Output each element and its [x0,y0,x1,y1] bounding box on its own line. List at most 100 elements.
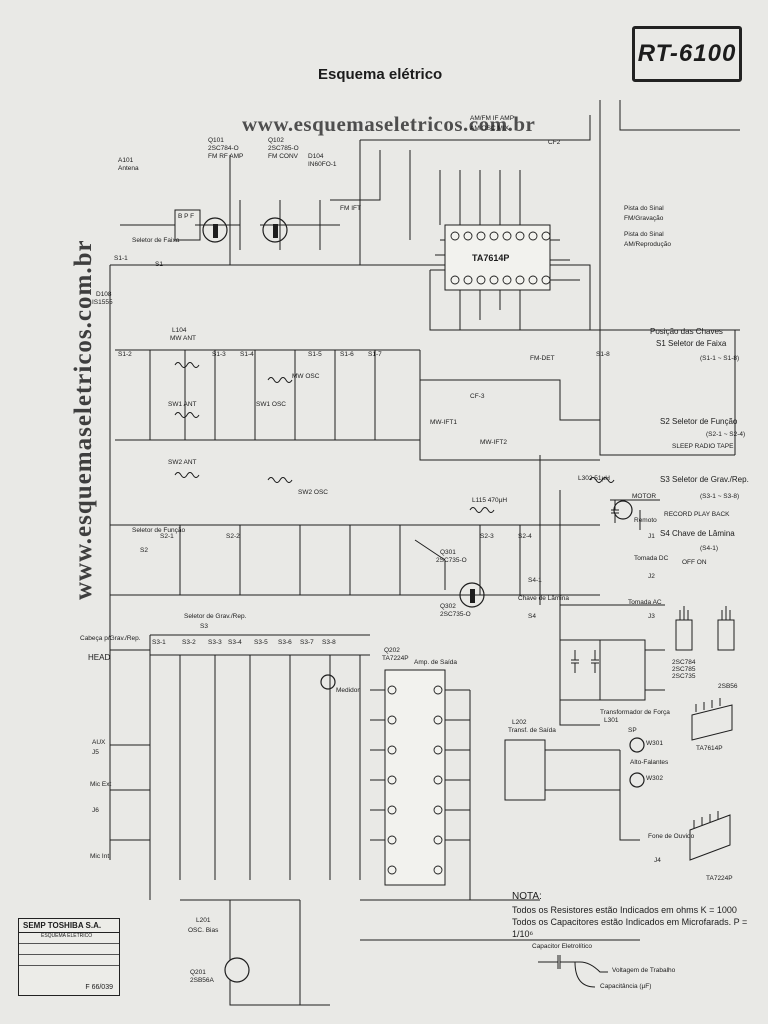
model-title: RT-6100 [632,26,742,82]
notes-block: NOTA: Todos os Resistores estão Indicado… [512,890,768,940]
l301-label: L301 [604,717,619,724]
switch-s2-options: SLEEP RADIO TAPE [672,443,734,450]
doc-row [19,944,119,955]
q201-part: 2SB56A [190,977,214,984]
mic-ext-label: Mic Ext [90,781,112,788]
q202-label: Q202 [384,647,400,654]
switch-s1-range: (S1-1 ~ S1-8) [700,355,740,362]
s2-label: S2 [140,547,148,554]
q302-part: 2SC735-O [440,611,471,618]
blade-switch-label: Chave de Lâmina [518,595,569,602]
motor-label: MOTOR [632,493,657,500]
s3-6-label: S3-6 [278,639,292,646]
q201-label: Q201 [190,969,206,976]
d104-label: D104 [308,153,324,160]
legend-item: FM/Gravação [624,215,664,222]
mw-ift2-label: MW-IFT2 [480,439,507,446]
power-transformer-label: Transformador de Força [600,709,670,716]
s1-3-label: S1-3 [212,351,226,358]
antenna-id: A101 [118,157,134,164]
s3-4-label: S3-4 [228,639,242,646]
q101-role: FM RF AMP [208,153,244,160]
legend-item: Pista do Sinal [624,231,664,238]
fm-ift-label: FM IFT [340,205,361,212]
s3-label: S3 [200,623,208,630]
website-watermark: www.esquemaseletricos.com.br [242,112,536,136]
switch-s2-range: (S2-1 ~ S2-4) [706,431,746,438]
output-amp-label: Amp. de Saída [414,659,457,666]
aux-label: AUX [92,739,106,746]
w302-label: W302 [646,775,663,782]
q301-label: Q301 [440,549,456,556]
s3-8-label: S3-8 [322,639,336,646]
q102-part: 2SC785-O [268,145,299,152]
switch-s3-label: S3 Seletor de Grav./Rep. [660,475,749,484]
band-selector-label: Seletor de Faixa [132,237,180,244]
switch-s3-range: (S3-1 ~ S3-8) [700,493,740,500]
l302-label: L302 51µH [578,475,610,482]
d108-part: IS1555 [92,299,113,306]
j1-label: J1 [648,533,655,540]
s1-6-label: S1-6 [340,351,354,358]
sw1-ant-label: SW1 ANT [168,401,197,408]
doc-row [19,955,119,966]
head-caption: Cabeça p/Grav./Rep. [80,635,141,642]
q101-part: 2SC784-O [208,145,239,152]
doc-title: ESQUEMA ELÉTRICO [19,933,119,944]
switch-s4-range: (S4-1) [700,545,719,552]
l201-label: L201 [196,917,211,924]
s2-4-label: S2-4 [518,533,532,540]
j5-label: J5 [92,749,99,756]
s2-2-label: S2-2 [226,533,240,540]
if-amp-label: AM/FM IF AMP [470,115,515,122]
s3-1-label: S3-1 [152,639,166,646]
bpf-label: B P F [178,213,195,220]
pinout-ta7224p-label: TA7224P [706,875,733,882]
q302-label: Q302 [440,603,456,610]
output-transformer-label: Transf. de Saída [508,727,556,734]
s3-3-label: S3-3 [208,639,222,646]
sp-label: SP [628,727,637,734]
legend-item: Pista do Sinal [624,205,664,212]
q301-part: 2SC735-O [436,557,467,564]
capacitor-legend-label: Capacitor Eletrolítico [532,943,592,950]
s3-5-label: S3-5 [254,639,268,646]
mic-int-label: Mic Int [90,853,110,860]
q202-part: TA7224P [382,655,409,662]
w301-label: W301 [646,740,663,747]
legend-item: AM/Reprodução [624,241,671,248]
s1-label: S1 [155,261,163,268]
mw-ift1-label: MW-IFT1 [430,419,457,426]
speakers-label: Alto-Falantes [630,759,669,766]
l104-label: L104 [172,327,187,334]
switch-s4-label: S4 Chave de Lâmina [660,529,735,538]
s2-1-label: S2-1 [160,533,174,540]
side-watermark: www.esquemaseletricos.com.br [70,239,97,600]
sw2-ant-label: SW2 ANT [168,459,197,466]
l202-label: L202 [512,719,527,726]
d104-part: IN60FO-1 [308,161,337,168]
page-title: Esquema elétrico [318,66,443,83]
head-label: HEAD [88,653,111,662]
notes-resistors: Todos os Resistores estão Indicados em o… [512,904,737,915]
capacitor-capacitance-label: Capacitância (µF) [600,983,652,990]
dc-jack-label: Tomada DC [634,555,669,562]
company-title-block: SEMP TOSHIBA S.A. ESQUEMA ELÉTRICO F 66/… [18,918,120,996]
meter-label: Medidor [336,687,360,694]
antenna-label: Antena [118,165,139,172]
d108-label: D108 [96,291,112,298]
pinout-2sb56-label: 2SB56 [718,683,738,690]
q102-label: Q102 [268,137,284,144]
s1-7-label: S1-7 [368,351,382,358]
switch-positions-title: Posição das Chaves [650,327,723,336]
cf2-label: CF2 [548,139,561,146]
mw-ant-label: MW ANT [170,335,196,342]
pinout-ta7614p-label: TA7614P [696,745,723,752]
notes-capacitors: Todos os Capacitores estão Indicados em … [512,916,748,939]
j4-label: J4 [654,857,661,864]
switch-s2-label: S2 Seletor de Função [660,417,738,426]
j3-label: J3 [648,613,655,620]
s4-1-label: S4-1 [528,577,542,584]
